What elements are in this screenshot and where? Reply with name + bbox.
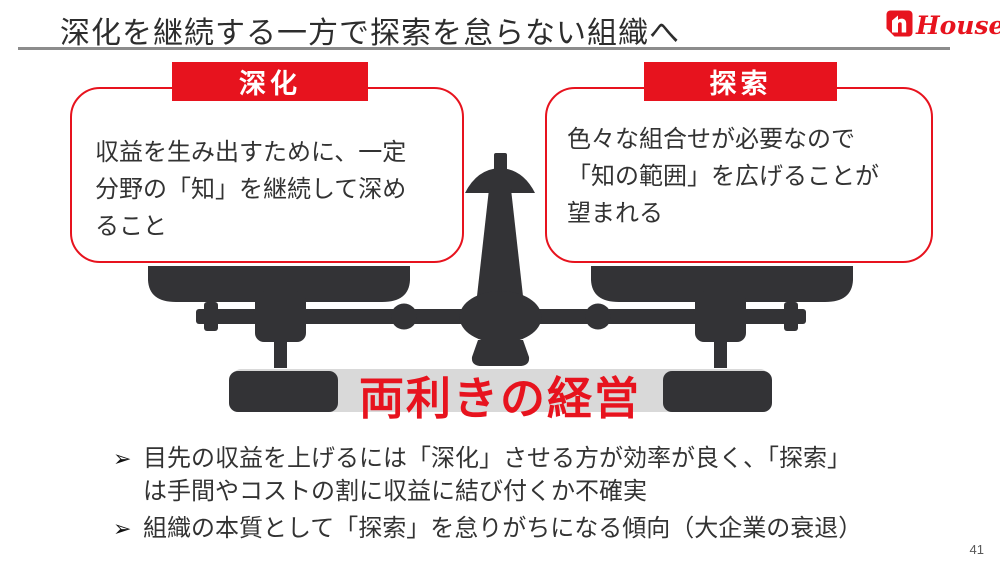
scale-base-right (663, 371, 772, 412)
scale-base-gray (233, 369, 768, 412)
exploration-box (545, 87, 933, 263)
arrow-bullet-icon: ➢ (113, 516, 132, 541)
exploration-body-line: 色々な組合せが必要なので (567, 126, 855, 153)
scale-left-block (255, 291, 306, 342)
exploration-body-line: 「知の範囲」を広げることが (567, 163, 879, 190)
scale-base-left (229, 371, 338, 412)
house-logo: House (886, 9, 1000, 43)
title-underline (18, 47, 950, 50)
deepening-body: 収益を生み出すために、一定 分野の「知」を継続して深め ること (95, 134, 465, 245)
scale-right-pan (591, 266, 853, 302)
deepening-box (70, 87, 464, 263)
bullet-line: 組織の本質として「探索」を怠りがちになる傾向（大企業の衰退） (143, 515, 863, 542)
page-title: 深化を継続する一方で探索を怠らない組織へ (60, 17, 680, 50)
bullet-item: ➢ 組織の本質として「探索」を怠りがちになる傾向（大企業の衰退） (113, 512, 943, 545)
scale-right-block (695, 291, 746, 342)
page-number: 41 (969, 542, 984, 557)
arrow-bullet-icon: ➢ (113, 446, 132, 471)
bullet-list: ➢ 目先の収益を上げるには「深化」させる方が効率が良く、「探索」 は手間やコスト… (113, 442, 943, 549)
bullet-line: 目先の収益を上げるには「深化」させる方が効率が良く、「探索」 (143, 445, 851, 472)
exploration-body-line: 望まれる (567, 200, 663, 227)
exploration-tab: 探索 (644, 62, 837, 101)
bullet-item: ➢ 目先の収益を上げるには「深化」させる方が効率が良く、「探索」 は手間やコスト… (113, 442, 943, 508)
deepening-tab: 深化 (172, 62, 368, 101)
exploration-body: 色々な組合せが必要なので 「知の範囲」を広げることが 望まれる (567, 121, 937, 232)
deepening-body-line: 収益を生み出すために、一定 (95, 139, 407, 166)
house-logo-mark-icon (886, 9, 913, 43)
deepening-body-line: 分野の「知」を継続して深め (95, 176, 407, 203)
bullet-text: 目先の収益を上げるには「深化」させる方が効率が良く、「探索」 は手間やコストの割… (143, 442, 851, 508)
scale-left-pan (148, 266, 410, 302)
bullet-text: 組織の本質として「探索」を怠りがちになる傾向（大企業の衰退） (143, 512, 862, 545)
house-logo-text: House (916, 11, 1000, 40)
ambidexterity-label: 両利きの経営 (358, 373, 641, 424)
deepening-body-line: ること (95, 213, 167, 240)
bullet-line: は手間やコストの割に収益に結び付くか不確実 (143, 478, 647, 505)
